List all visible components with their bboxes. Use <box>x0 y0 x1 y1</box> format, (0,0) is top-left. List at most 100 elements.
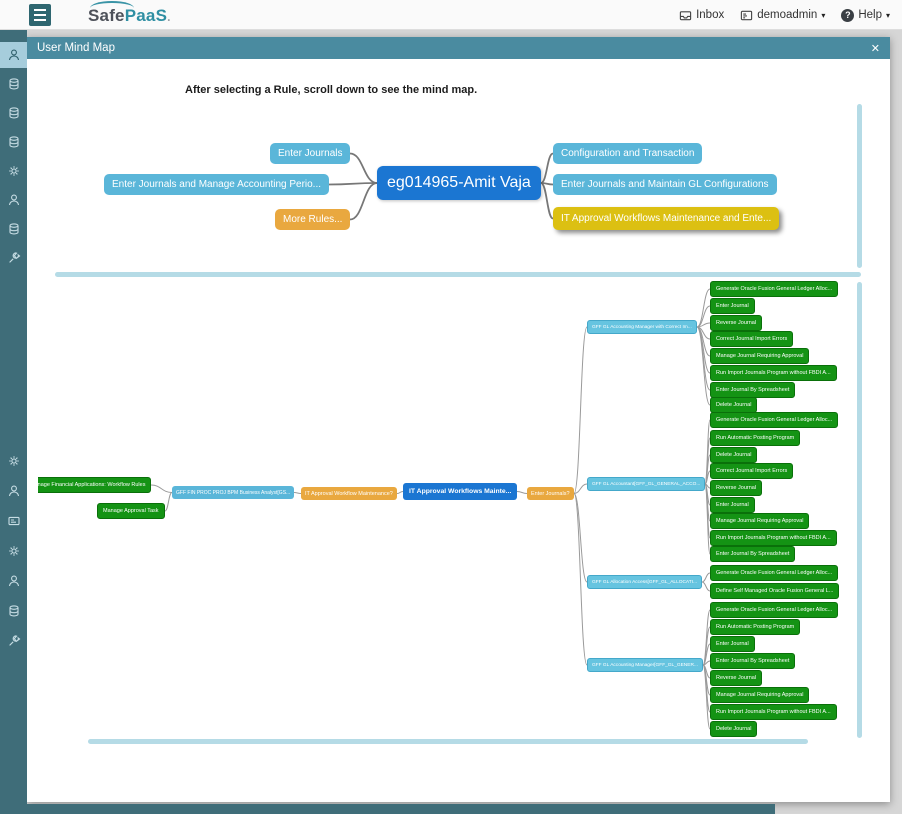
mindmap-node-center[interactable]: eg014965-Amit Vaja <box>377 166 541 200</box>
mindmap-node-l2[interactable]: Enter Journals and Manage Accounting Per… <box>104 174 330 195</box>
help-icon: ? <box>841 8 855 22</box>
help-menu-button[interactable]: ? Help ▾ <box>841 8 890 22</box>
sidebar-item-tools-wrench-2[interactable] <box>0 628 27 654</box>
help-label: Help <box>858 9 882 21</box>
inbox-button[interactable]: Inbox <box>679 9 724 22</box>
sidebar-item-user-analysis[interactable] <box>0 187 27 213</box>
mindmap-node-g2_2[interactable]: Run Automatic Posting Program <box>710 430 801 446</box>
close-icon[interactable]: ✕ <box>870 42 880 55</box>
mindmap-node-n2[interactable]: IT Approval Workflow Maintenance? <box>301 487 397 500</box>
mindmap-node-g1_8[interactable]: Delete Journal <box>710 397 758 413</box>
mindmap-node-g2_6[interactable]: Enter Journal <box>710 497 755 513</box>
vertical-scrollbar[interactable] <box>857 104 862 268</box>
horizontal-scrollbar[interactable] <box>55 272 861 277</box>
mindmap-node-g2_1[interactable]: Generate Oracle Fusion General Ledger Al… <box>710 412 839 428</box>
hamburger-menu-button[interactable] <box>29 4 51 26</box>
mindmap-node-g2_9[interactable]: Enter Journal By Spreadsheet <box>710 546 796 562</box>
mindmap-node-g4_6[interactable]: Manage Journal Requiring Approval <box>710 687 810 703</box>
mindmap-node-g2_8[interactable]: Run Import Journals Program without FBDI… <box>710 530 837 546</box>
mindmap-node-g3_2[interactable]: Define Self Managed Oracle Fusion Genera… <box>710 583 840 599</box>
card-icon <box>7 516 20 526</box>
sidebar-item-data-rules[interactable] <box>0 100 27 126</box>
mindmap-node-g4_5[interactable]: Reverse Journal <box>710 670 763 686</box>
mindmap-node-g1_2[interactable]: Enter Journal <box>710 298 755 314</box>
mindmap-node-t2[interactable]: GFF GL Accountant[GFF_GL_GENERAL_ACCO... <box>587 477 706 491</box>
db-icon <box>8 107 19 119</box>
inbox-icon <box>679 10 692 20</box>
gear-icon <box>8 456 19 466</box>
mindmap-node-g2_4[interactable]: Correct Journal Import Errors <box>710 463 794 479</box>
mindmap-node-r2[interactable]: Enter Journals and Maintain GL Configura… <box>553 174 777 195</box>
gear-icon <box>8 166 19 176</box>
db-icon <box>8 605 19 617</box>
chevron-down-icon: ▾ <box>885 10 890 20</box>
wrench-icon <box>8 635 20 646</box>
mindmap-node-t4[interactable]: GFF GL Accounting Manager[GFF_GL_GENER..… <box>587 658 703 672</box>
sidebar-item-tools-wrench[interactable] <box>0 245 27 271</box>
mindmap-node-l1[interactable]: Enter Journals <box>270 143 351 164</box>
mindmap-node-g2_7[interactable]: Manage Journal Requiring Approval <box>710 513 810 529</box>
mindmap-edge <box>540 152 554 184</box>
mindmap-edge <box>696 326 711 391</box>
user-icon <box>8 575 19 587</box>
sidebar-item-user-search-3[interactable] <box>0 568 27 594</box>
mindmap-node-r1[interactable]: Configuration and Transaction <box>553 143 703 164</box>
mindmap-node-g4_7[interactable]: Run Import Journals Program without FBDI… <box>710 704 837 720</box>
db-icon <box>8 136 19 148</box>
mindmap-node-n4[interactable]: Enter Journals? <box>527 487 574 500</box>
sidebar-item-user-security[interactable] <box>0 42 27 68</box>
header-actions: Inbox demoadmin ▾ ? Help ▾ <box>679 0 890 30</box>
mindmap-node-root_a[interactable]: Manage Financial Applications: Workflow … <box>38 477 152 493</box>
sidebar-item-settings-gear-3[interactable] <box>0 538 27 564</box>
mindmap-node-g4_8[interactable]: Delete Journal <box>710 721 758 737</box>
sidebar-item-settings-gear-2[interactable] <box>0 448 27 474</box>
logo-dot: . <box>167 10 171 24</box>
mindmap-node-g1_5[interactable]: Manage Journal Requiring Approval <box>710 348 810 364</box>
mindmap-edge <box>573 493 588 666</box>
vertical-scrollbar[interactable] <box>857 282 862 738</box>
user-label: demoadmin <box>757 9 818 21</box>
sidebar-item-user-search-2[interactable] <box>0 478 27 504</box>
mindmap-edge <box>164 492 173 512</box>
horizontal-scrollbar[interactable] <box>88 739 808 744</box>
user-icon <box>741 10 753 20</box>
logo-arc <box>90 1 134 15</box>
mindmap-node-n1[interactable]: GFF FIN PROC PROJ BPM Business Analyst[G… <box>172 486 295 499</box>
mindmap-node-g4_1[interactable]: Generate Oracle Fusion General Ledger Al… <box>710 602 839 618</box>
mindmap-node-r3[interactable]: IT Approval Workflows Maintenance and En… <box>553 207 780 230</box>
mindmap-node-g4_4[interactable]: Enter Journal By Spreadsheet <box>710 653 796 669</box>
mindmap-node-l3[interactable]: More Rules... <box>275 209 351 230</box>
mindmap-node-g4_2[interactable]: Run Automatic Posting Program <box>710 619 801 635</box>
modal-title: User Mind Map <box>37 42 115 54</box>
mindmap-node-g1_3[interactable]: Reverse Journal <box>710 315 763 331</box>
mindmap-node-n3[interactable]: IT Approval Workflows Mainte... <box>403 483 518 500</box>
db-icon <box>8 78 19 90</box>
gear-icon <box>8 546 19 556</box>
modal-titlebar: User Mind Map ✕ <box>27 37 890 59</box>
mindmap-overview-edges <box>328 152 554 221</box>
sidebar-item-configuration-gear[interactable] <box>0 158 27 184</box>
user-icon <box>8 485 19 497</box>
sidebar-item-data-policies[interactable] <box>0 71 27 97</box>
mindmap-node-t3[interactable]: GFF GL Allocation Access[GFF_GL_ALLOCATI… <box>587 575 703 589</box>
mindmap-node-t1[interactable]: GFF GL Accounting Manager with Correct I… <box>587 320 697 334</box>
sidebar-item-data-access[interactable] <box>0 129 27 155</box>
mindmap-node-g2_5[interactable]: Reverse Journal <box>710 480 763 496</box>
mindmap-node-g1_7[interactable]: Enter Journal By Spreadsheet <box>710 382 796 398</box>
sidebar-item-data-store-2[interactable] <box>0 598 27 624</box>
mindmap-node-root_b[interactable]: Manage Approval Task <box>97 503 165 519</box>
left-sidebar <box>0 30 27 814</box>
mindmap-edge <box>540 182 554 220</box>
mindmap-node-g1_1[interactable]: Generate Oracle Fusion General Ledger Al… <box>710 281 839 297</box>
mindmap-edge <box>349 182 378 221</box>
sidebar-item-data-store[interactable] <box>0 216 27 242</box>
mindmap-node-g1_4[interactable]: Correct Journal Import Errors <box>710 331 794 347</box>
user-menu-button[interactable]: demoadmin ▾ <box>740 9 825 22</box>
mindmap-node-g1_6[interactable]: Run Import Journals Program without FBDI… <box>710 365 837 381</box>
mindmap-node-g3_1[interactable]: Generate Oracle Fusion General Ledger Al… <box>710 565 839 581</box>
mindmap-node-g2_3[interactable]: Delete Journal <box>710 447 758 463</box>
mindmap-node-g4_3[interactable]: Enter Journal <box>710 636 755 652</box>
sidebar-item-reports-card[interactable] <box>0 508 27 534</box>
mindmap-edge <box>573 493 588 583</box>
